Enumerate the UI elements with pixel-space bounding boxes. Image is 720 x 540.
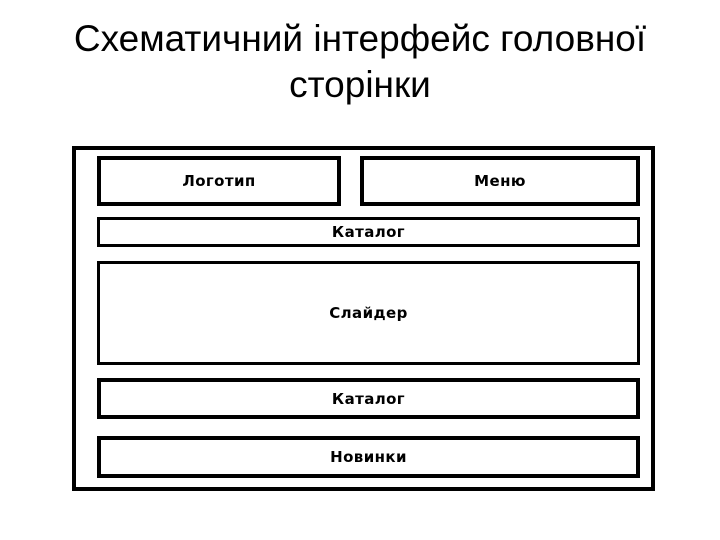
slider-block-label: Слайдер [329, 304, 408, 322]
wireframe-block-slider: Слайдер [97, 261, 640, 365]
wireframe-block-logo: Логотип [97, 156, 341, 206]
wireframe-block-menu: Меню [360, 156, 640, 206]
menu-block-label: Меню [474, 172, 526, 190]
wireframe-block-novelties: Новинки [97, 436, 640, 478]
catalog-top-block-label: Каталог [331, 223, 406, 241]
catalog-bottom-block-label: Каталог [331, 389, 406, 408]
wireframe-block-catalog-top: Каталог [97, 217, 640, 247]
slide-title: Схематичний інтерфейс головної сторінки [73, 18, 647, 105]
logo-block-label: Логотип [182, 172, 256, 190]
wireframe-block-catalog-bottom: Каталог [97, 378, 640, 419]
wireframe-outer-frame: Логотип Меню Каталог Слайдер Каталог Нов… [72, 146, 655, 491]
novelties-block-label: Новинки [330, 448, 407, 466]
